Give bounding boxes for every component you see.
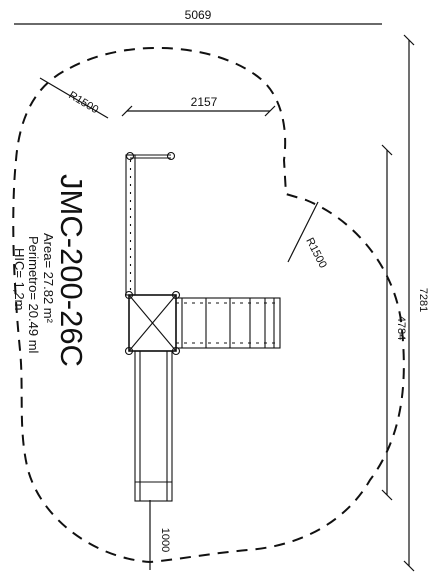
dimension-inner-width: 2157 (191, 95, 218, 109)
dimension-top-width: 5069 (185, 8, 212, 22)
play-structure (124, 151, 281, 502)
model-title: JMC-200-26C (54, 174, 89, 367)
radius-label-top-left: R1500 (66, 89, 100, 116)
dimension-right-height: 7281 (417, 288, 429, 312)
dimension-slide-width: 1000 (159, 528, 171, 552)
tower-post-bl (124, 346, 134, 356)
tower-post-tl (124, 290, 134, 300)
dimension-tick-inner-top (381, 144, 393, 156)
hic-label: HIC= 1,2m (12, 248, 27, 311)
dimension-tick-inner-bottom (381, 489, 393, 501)
area-label: Area= 27.82 m² (41, 233, 56, 324)
top-right-post (166, 151, 176, 161)
radius-leader-right (287, 201, 319, 263)
dimension-tick-inner-left (121, 105, 133, 117)
right-walkway (175, 297, 281, 349)
dimension-tick-right-top (403, 34, 415, 46)
dimension-tick-right-bottom (403, 560, 415, 572)
top-left-post (125, 151, 135, 161)
radius-leader-top-left (39, 77, 109, 119)
safety-zone-outline (12, 47, 405, 564)
perimeter-label: Perimetro= 20.49 ml (26, 236, 41, 354)
dimension-inner-height: 4784 (395, 316, 407, 340)
dimension-tick-inner-right (264, 105, 276, 117)
radius-label-right: R1500 (303, 236, 328, 270)
